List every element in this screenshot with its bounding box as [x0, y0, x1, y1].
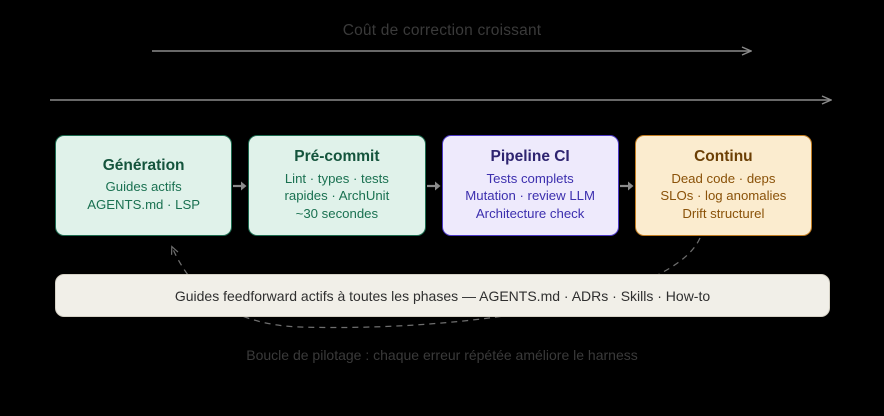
stage-generation[interactable]: Génération Guides actifs AGENTS.md · LSP — [55, 135, 233, 236]
stage-title: Pipeline CI — [490, 147, 570, 165]
arrow-generation-to-precommit — [232, 135, 248, 236]
stage-detail-line: Architecture check — [475, 205, 585, 221]
arrow-right-icon — [233, 181, 247, 190]
feedforward-banner-text: Guides feedforward actifs à toutes les p… — [174, 287, 711, 304]
arrow-precommit-to-pipeline — [426, 135, 442, 236]
stage-detail-line: Lint · types · tests — [284, 170, 389, 186]
stage-detail-line: SLOs · log anomalies — [660, 188, 787, 204]
stage-detail-line: rapides · ArchUnit — [284, 188, 390, 204]
feedback-loop-caption: Boucle de pilotage : chaque erreur répét… — [246, 347, 638, 363]
stage-pre-commit[interactable]: Pré-commit Lint · types · tests rapides … — [248, 135, 426, 236]
stage-detail-line: Tests complets — [486, 170, 574, 186]
stage-continu[interactable]: Continu Dead code · deps SLOs · log anom… — [634, 135, 812, 236]
arrow-right-icon — [619, 181, 634, 190]
stage-title: Pré-commit — [294, 147, 380, 165]
stage-detail-line: Mutation · review LLM — [465, 188, 595, 204]
stage-row: Génération Guides actifs AGENTS.md · LSP… — [55, 135, 812, 236]
stage-pipeline-ci[interactable]: Pipeline CI Tests complets Mutation · re… — [441, 135, 619, 236]
stage-title: Génération — [102, 156, 185, 174]
stage-detail-line: Dead code · deps — [671, 170, 776, 186]
arrow-right-icon — [426, 181, 440, 190]
page-title: Coût de correction croissant — [342, 22, 542, 39]
arrow-pipeline-to-continu — [619, 135, 635, 236]
stage-title: Continu — [694, 147, 753, 165]
stage-detail-line: Guides actifs — [105, 179, 182, 195]
feedforward-banner: Guides feedforward actifs à toutes les p… — [55, 274, 830, 317]
stage-detail-line: AGENTS.md · LSP — [87, 196, 201, 212]
stage-detail-line: ~30 secondes — [295, 205, 379, 221]
stage-detail-line: Drift structurel — [682, 205, 765, 221]
